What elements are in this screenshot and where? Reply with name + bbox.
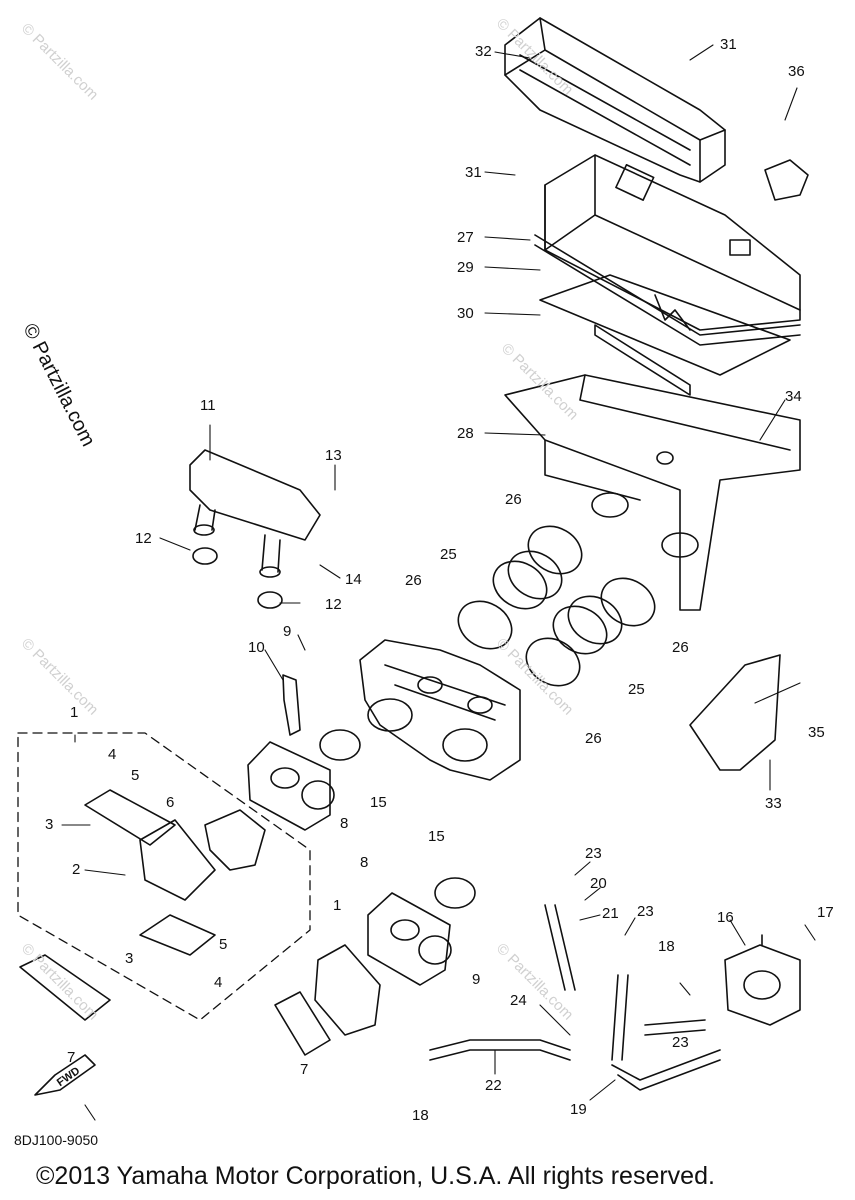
cover-drawing xyxy=(204,809,266,871)
callout-26: 26 xyxy=(505,491,522,508)
callout-5: 5 xyxy=(219,936,228,953)
callout-19: 19 xyxy=(570,1101,587,1118)
callout-26: 26 xyxy=(585,730,602,747)
callout-18: 18 xyxy=(658,938,675,955)
clamp-ring-drawing xyxy=(525,637,581,687)
callout-15: 15 xyxy=(428,828,445,845)
manifold-drawing xyxy=(367,892,452,986)
manifold-drawing xyxy=(247,741,335,831)
cover-plate-drawing xyxy=(689,654,781,771)
callout-8: 8 xyxy=(360,854,369,871)
callout-23: 23 xyxy=(585,845,602,862)
callout-16: 16 xyxy=(717,909,734,926)
callout-10: 10 xyxy=(248,639,265,656)
callout-27: 27 xyxy=(457,229,474,246)
callout-12: 12 xyxy=(135,530,152,547)
callout-23: 23 xyxy=(672,1034,689,1051)
airbox-lid-drawing xyxy=(504,17,726,183)
airbox-upper-case-drawing xyxy=(544,154,809,331)
callout-31: 31 xyxy=(720,36,737,53)
hose-drawing xyxy=(429,1039,571,1051)
grommet-drawing xyxy=(257,591,283,609)
callout-32: 32 xyxy=(475,43,492,60)
callout-4: 4 xyxy=(214,974,223,991)
gasket-drawing xyxy=(19,954,111,1021)
forward-arrow-icon xyxy=(34,1054,96,1096)
callout-9: 9 xyxy=(283,623,292,640)
reed-valve-drawing xyxy=(314,944,381,1036)
hose-drawing xyxy=(554,904,576,991)
intake-duct-drawing xyxy=(189,449,321,578)
callout-25: 25 xyxy=(628,681,645,698)
callout-15: 15 xyxy=(370,794,387,811)
callout-9: 9 xyxy=(472,971,481,988)
callout-21: 21 xyxy=(602,905,619,922)
hose-drawing xyxy=(644,1019,706,1026)
callout-13: 13 xyxy=(325,447,342,464)
callout-25: 25 xyxy=(440,546,457,563)
callout-24: 24 xyxy=(510,992,527,1009)
hose-drawing xyxy=(617,1059,721,1091)
callout-30: 30 xyxy=(457,305,474,322)
gasket-drawing xyxy=(534,234,801,346)
fuel-pump-drawing xyxy=(724,934,801,1026)
clamp-ring-drawing xyxy=(319,729,361,761)
callout-20: 20 xyxy=(590,875,607,892)
hose-drawing xyxy=(544,904,566,991)
carburetor-assembly-drawing xyxy=(359,639,521,781)
callout-8: 8 xyxy=(340,815,349,832)
callout-3: 3 xyxy=(45,816,54,833)
joint-drawing xyxy=(492,550,563,610)
callout-23: 23 xyxy=(637,903,654,920)
callout-5: 5 xyxy=(131,767,140,784)
clamp-ring-drawing xyxy=(457,600,513,650)
filter-plate-drawing xyxy=(539,274,791,396)
reed-valve-drawing xyxy=(84,789,216,956)
grommet-drawing xyxy=(192,547,218,565)
callout-29: 29 xyxy=(457,259,474,276)
callout-4: 4 xyxy=(108,746,117,763)
hose-drawing xyxy=(611,974,619,1061)
reed-valve-kit-boundary xyxy=(17,732,311,1021)
callout-1: 1 xyxy=(70,704,79,721)
clamp-ring-drawing xyxy=(527,525,583,575)
callout-36: 36 xyxy=(788,63,805,80)
callout-33: 33 xyxy=(765,795,782,812)
callout-28: 28 xyxy=(457,425,474,442)
callout-6: 6 xyxy=(166,794,175,811)
callout-2: 2 xyxy=(72,861,81,878)
bracket-drawing xyxy=(282,674,301,736)
callout-7: 7 xyxy=(300,1061,309,1078)
callout-12: 12 xyxy=(325,596,342,613)
callout-3: 3 xyxy=(125,950,134,967)
callout-17: 17 xyxy=(817,904,834,921)
clamp-ring-drawing xyxy=(600,577,656,627)
airbox-lower-case-drawing xyxy=(504,374,801,611)
clamp-ring-drawing xyxy=(434,877,476,909)
callout-34: 34 xyxy=(785,388,802,405)
callout-11: 11 xyxy=(200,397,216,414)
gasket-drawing xyxy=(274,991,331,1056)
callout-18: 18 xyxy=(412,1107,429,1124)
copyright-notice: ©2013 Yamaha Motor Corporation, U.S.A. A… xyxy=(36,1162,715,1190)
hose-drawing xyxy=(644,1029,706,1036)
hose-drawing xyxy=(621,974,629,1061)
callout-26: 26 xyxy=(672,639,689,656)
callout-31: 31 xyxy=(465,164,482,181)
diagram-code: 8DJ100-9050 xyxy=(14,1132,99,1148)
callout-26: 26 xyxy=(405,572,422,589)
callout-1: 1 xyxy=(333,897,342,914)
callout-7: 7 xyxy=(67,1049,76,1066)
callout-14: 14 xyxy=(345,571,362,588)
callout-35: 35 xyxy=(808,724,825,741)
joint-drawing xyxy=(552,595,623,655)
hose-drawing xyxy=(611,1049,721,1081)
callout-22: 22 xyxy=(485,1077,502,1094)
hose-drawing xyxy=(429,1049,571,1061)
